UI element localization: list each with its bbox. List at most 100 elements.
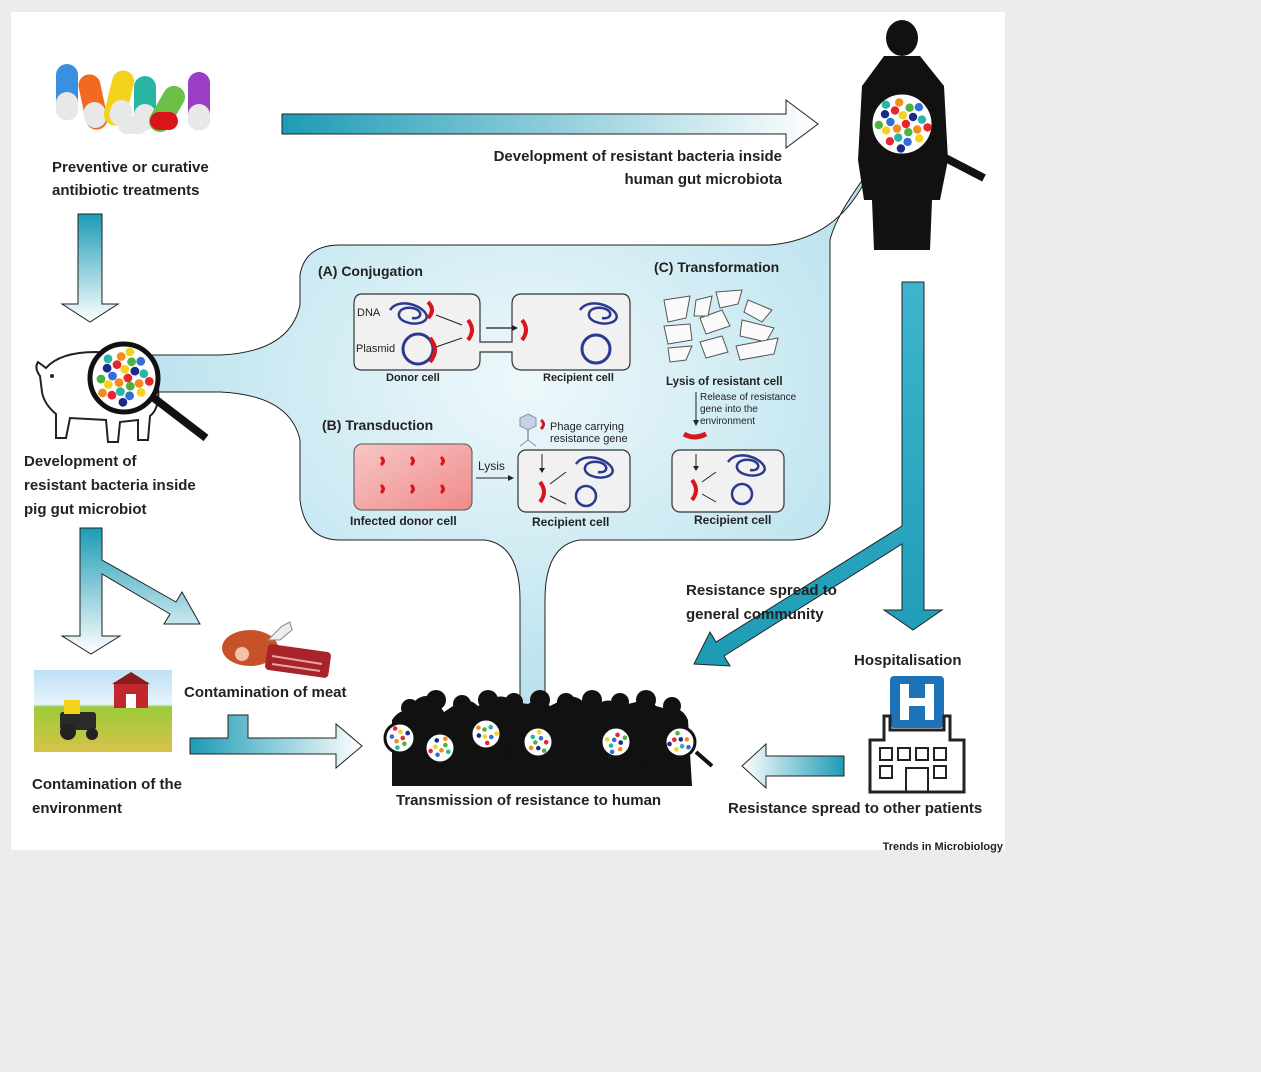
bacteria-dot — [536, 745, 541, 751]
bacteria-dot — [615, 732, 620, 738]
infected-donor-cell — [353, 443, 473, 511]
bacteria-dot — [541, 748, 547, 753]
dna-label: DNA — [357, 307, 381, 319]
bacteria-dot — [896, 144, 906, 153]
bacteria-dot — [530, 734, 536, 740]
bacteria-dot — [108, 371, 117, 381]
bacteria-dot — [125, 347, 135, 357]
bacteria-dot — [112, 360, 122, 369]
diagram-canvas: (A) Conjugation (C) Transformation (B) T… — [11, 12, 1005, 853]
bacteria-dot — [618, 740, 623, 745]
bacteria-dot — [443, 736, 448, 742]
human-gut-line-1: Development of resistant bacteria inside — [494, 148, 782, 165]
crowd-silhouette — [392, 690, 692, 786]
bacteria-dot — [543, 740, 549, 745]
bacteria-dot — [915, 134, 924, 143]
bacteria-dot — [107, 390, 117, 400]
bacteria-dot — [894, 133, 903, 142]
bacteria-dot — [913, 125, 922, 134]
bacteria-dot — [118, 397, 128, 407]
treatments-line-1: Preventive or curative — [52, 159, 209, 176]
bacteria-dot — [901, 119, 911, 129]
arrow-pig-split — [60, 527, 201, 655]
patients-label: Resistance spread to other patients — [728, 800, 982, 817]
bacteria-dot — [98, 388, 107, 398]
crowd-magnifiers — [383, 717, 714, 774]
arrow-to-human-gut — [281, 99, 819, 149]
bacteria-dot — [886, 117, 895, 127]
bacteria-dot — [134, 379, 144, 388]
bacteria-dot — [903, 137, 912, 147]
donor-cell-label: Donor cell — [386, 372, 440, 384]
release-gene-line-3: environment — [700, 416, 755, 427]
bacteria-dot — [895, 98, 904, 107]
bacteria-dot — [482, 734, 488, 739]
bacteria-dot — [674, 747, 679, 752]
release-gene-line-2: gene into the — [700, 404, 758, 415]
transmission-label: Transmission of resistance to human — [396, 792, 661, 809]
community-line-2: general community — [686, 606, 824, 623]
bacteria-dot — [882, 126, 891, 135]
bacteria-dot — [538, 736, 544, 741]
bacteria-dot — [389, 734, 395, 739]
bacteria-dot — [123, 373, 133, 383]
bacteria-dot — [433, 744, 438, 750]
bacteria-dot — [96, 374, 106, 384]
bacteria-dot — [405, 730, 411, 736]
bacteria-dot — [609, 749, 615, 755]
bacteria-dot — [395, 745, 400, 750]
bacteria-dot — [608, 743, 614, 748]
pig-gut-line-1: Development of — [24, 453, 138, 470]
bacteria-dot — [400, 735, 406, 741]
recipient-cell-label-c: Recipient cell — [694, 513, 771, 527]
plasmid-label: Plasmid — [356, 343, 395, 355]
bacteria-dot — [120, 364, 130, 374]
mechanism-funnel — [149, 119, 901, 706]
bacteria-dot — [125, 381, 135, 391]
bacteria-dot — [908, 112, 918, 122]
bacteria-dot — [127, 357, 136, 367]
bacteria-dot — [885, 137, 895, 146]
transformation-title: (C) Transformation — [654, 259, 779, 275]
bacteria-dot — [103, 354, 113, 364]
bacteria-dot — [528, 745, 534, 751]
bacteria-dot — [536, 729, 542, 735]
bacteria-dot — [402, 741, 407, 747]
recipient-cell-c — [671, 449, 785, 513]
infected-donor-label: Infected donor cell — [350, 514, 457, 528]
bacteria-dot — [923, 123, 932, 132]
bacteria-dot — [392, 726, 398, 731]
bacteria-dot — [678, 737, 684, 742]
bacteria-dot — [905, 103, 914, 112]
lysis-resistant-cell-label: Lysis of resistant cell — [666, 376, 783, 388]
lysis-label: Lysis — [478, 459, 505, 473]
bacteria-dot — [103, 380, 113, 389]
meat-icon — [222, 621, 331, 678]
bacteria-dot — [881, 100, 891, 109]
bacteria-dot — [488, 724, 494, 730]
bacteria-dot — [482, 727, 487, 732]
bacteria-dot — [611, 737, 617, 743]
bacteria-dot — [917, 115, 927, 124]
bacteria-dot — [476, 733, 482, 738]
arrow-human-branch — [693, 281, 944, 667]
bacteria-dot — [622, 735, 628, 740]
bacteria-dot — [398, 729, 403, 735]
bacteria-dot — [394, 738, 399, 744]
bacteria-dot — [489, 734, 494, 740]
bacteria-dot — [116, 387, 125, 396]
conjugation-panel: DNA Plasmid Donor cell Recipient cell — [353, 293, 631, 384]
bacteria-dot — [102, 363, 112, 373]
lysed-cell-fragments — [663, 289, 779, 363]
conjugation-title: (A) Conjugation — [318, 263, 423, 279]
phage-caption-2: resistance gene — [550, 433, 628, 445]
bacteria-dot — [892, 124, 902, 133]
recipient-cell-label-a: Recipient cell — [543, 372, 614, 384]
pig-gut-line-3: pig gut microbiot — [24, 501, 146, 518]
bacteria-dot — [116, 352, 126, 361]
bacteria-dot — [144, 377, 154, 386]
arrow-hospital-to-human — [741, 742, 845, 790]
bacteria-dot — [874, 120, 883, 130]
recipient-cell-label-b: Recipient cell — [532, 515, 609, 529]
bacteria-dot — [880, 110, 890, 119]
